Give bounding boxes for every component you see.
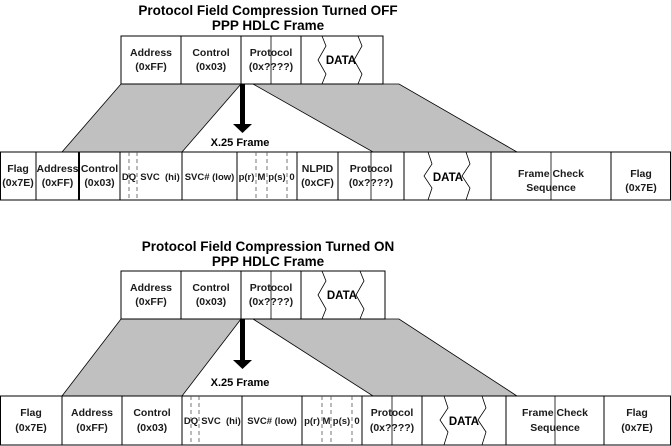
x25-field-address-value: (0xFF) [42,177,74,189]
ppp-field-control-value: (0x03) [196,61,226,73]
ppp-field-data: DATA [326,55,356,67]
x25-field-fcs-line2: Sequence [530,422,580,434]
data-break-icon [461,151,471,201]
ppp-frame: Address (0xFF) Control (0x03) Protocol (… [120,35,384,85]
x25-field-pr: p(r) [239,172,255,183]
x25-field-end-flag-value: (0x7E) [621,422,653,434]
ppp-field-data: DATA [327,290,357,302]
x25-field-protocol: Protocol [371,407,414,419]
x25-field-zero: 0 [289,172,294,183]
mapping-payload-band [251,318,519,397]
x25-field-protocol-value: (0x????) [349,177,393,189]
ppp-field-address: Address [130,282,172,294]
x25-field-dq: DQ [184,416,198,427]
x25-field-data: DATA [449,416,479,428]
section-title: Protocol Field Compression Turned OFF [138,3,397,18]
x25-field-control: Control [81,163,118,175]
data-break-icon [439,395,449,446]
x25-field-svc-low: SVC# (low) [185,172,235,183]
ppp-field-address-value: (0xFF) [135,61,167,73]
x25-frame: Flag (0x7E) Address (0xFF) Control (0x03… [0,395,671,446]
x25-field-nlpid-value: (0xCF) [301,177,334,189]
x25-field-flag-value: (0x7E) [15,422,47,434]
x25-field-protocol: Protocol [350,163,393,175]
x25-field-ps: p(s) [333,416,350,427]
down-arrow-icon [233,319,252,369]
x25-frame-border [0,395,671,446]
x25-frame: Flag (0x7E) Address (0xFF) Control (0x03… [0,151,671,201]
ppp-frame-label: PPP HDLC Frame [212,254,325,269]
x25-field-nlpid: NLPID [302,163,334,175]
section-title: Protocol Field Compression Turned ON [142,239,395,254]
section-compression-on: Protocol Field Compression Turned ON PPP… [0,239,671,446]
x25-frame-border [0,151,671,201]
x25-field-dq: DQ [122,172,136,183]
down-arrow-icon [233,84,252,133]
x25-field-end-flag: Flag [630,168,652,180]
data-break-icon [423,151,433,201]
x25-field-fcs: Frame Check [518,168,584,180]
mapping-payload-band [251,83,519,153]
x25-field-zero: 0 [354,416,359,427]
x25-field-flag: Flag [7,163,29,175]
x25-field-m: M [323,416,331,427]
ppp-field-control-value: (0x03) [196,296,226,308]
x25-field-flag: Flag [20,407,42,419]
x25-field-end-flag-value: (0x7E) [625,182,657,194]
x25-field-address-value: (0xFF) [76,422,108,434]
ppp-field-protocol-value: (0x????) [249,296,293,308]
data-break-icon [477,395,487,446]
data-break-icon [317,35,327,85]
x25-field-flag-value: (0x7E) [2,177,34,189]
ppp-frame-border [120,35,384,85]
x25-field-end-flag: Flag [626,407,648,419]
ppp-field-address-value: (0xFF) [135,296,167,308]
data-break-icon [353,35,363,85]
data-break-icon [355,270,365,320]
ppp-frame-label: PPP HDLC Frame [212,18,325,33]
ppp-field-control: Control [192,47,229,59]
x25-field-control: Control [133,407,170,419]
x25-field-address: Address [71,407,113,419]
x25-field-svc-low: SVC# (low) [247,416,297,427]
ppp-field-protocol: Protocol [250,282,293,294]
x25-frame-label: X.25 Frame [211,377,270,389]
ppp-field-protocol: Protocol [250,47,293,59]
x25-field-fcs: Frame Check [522,407,588,419]
ppp-frame: Address (0xFF) Control (0x03) Protocol (… [120,270,386,320]
x25-field-fcs-line2: Sequence [526,182,576,194]
x25-field-data: DATA [433,172,463,184]
x25-field-m: M [258,172,266,183]
section-compression-off: Protocol Field Compression Turned OFF PP… [0,3,671,201]
x25-field-svc-hi: SVC (hi) [140,172,180,183]
ppp-field-protocol-value: (0x????) [249,61,293,73]
x25-frame-label: X.25 Frame [211,137,270,149]
ppp-frame-border [120,270,386,320]
x25-field-control-value: (0x03) [137,422,167,434]
ppp-field-control: Control [192,282,229,294]
x25-field-ps: p(s) [268,172,285,183]
data-break-icon [317,270,327,320]
x25-field-pr: p(r) [304,416,320,427]
ppp-field-address: Address [130,47,172,59]
x25-field-svc-hi: SVC (hi) [201,416,241,427]
x25-field-control-value: (0x03) [84,177,114,189]
x25-field-protocol-value: (0x????) [370,422,414,434]
x25-field-address: Address [36,163,78,175]
